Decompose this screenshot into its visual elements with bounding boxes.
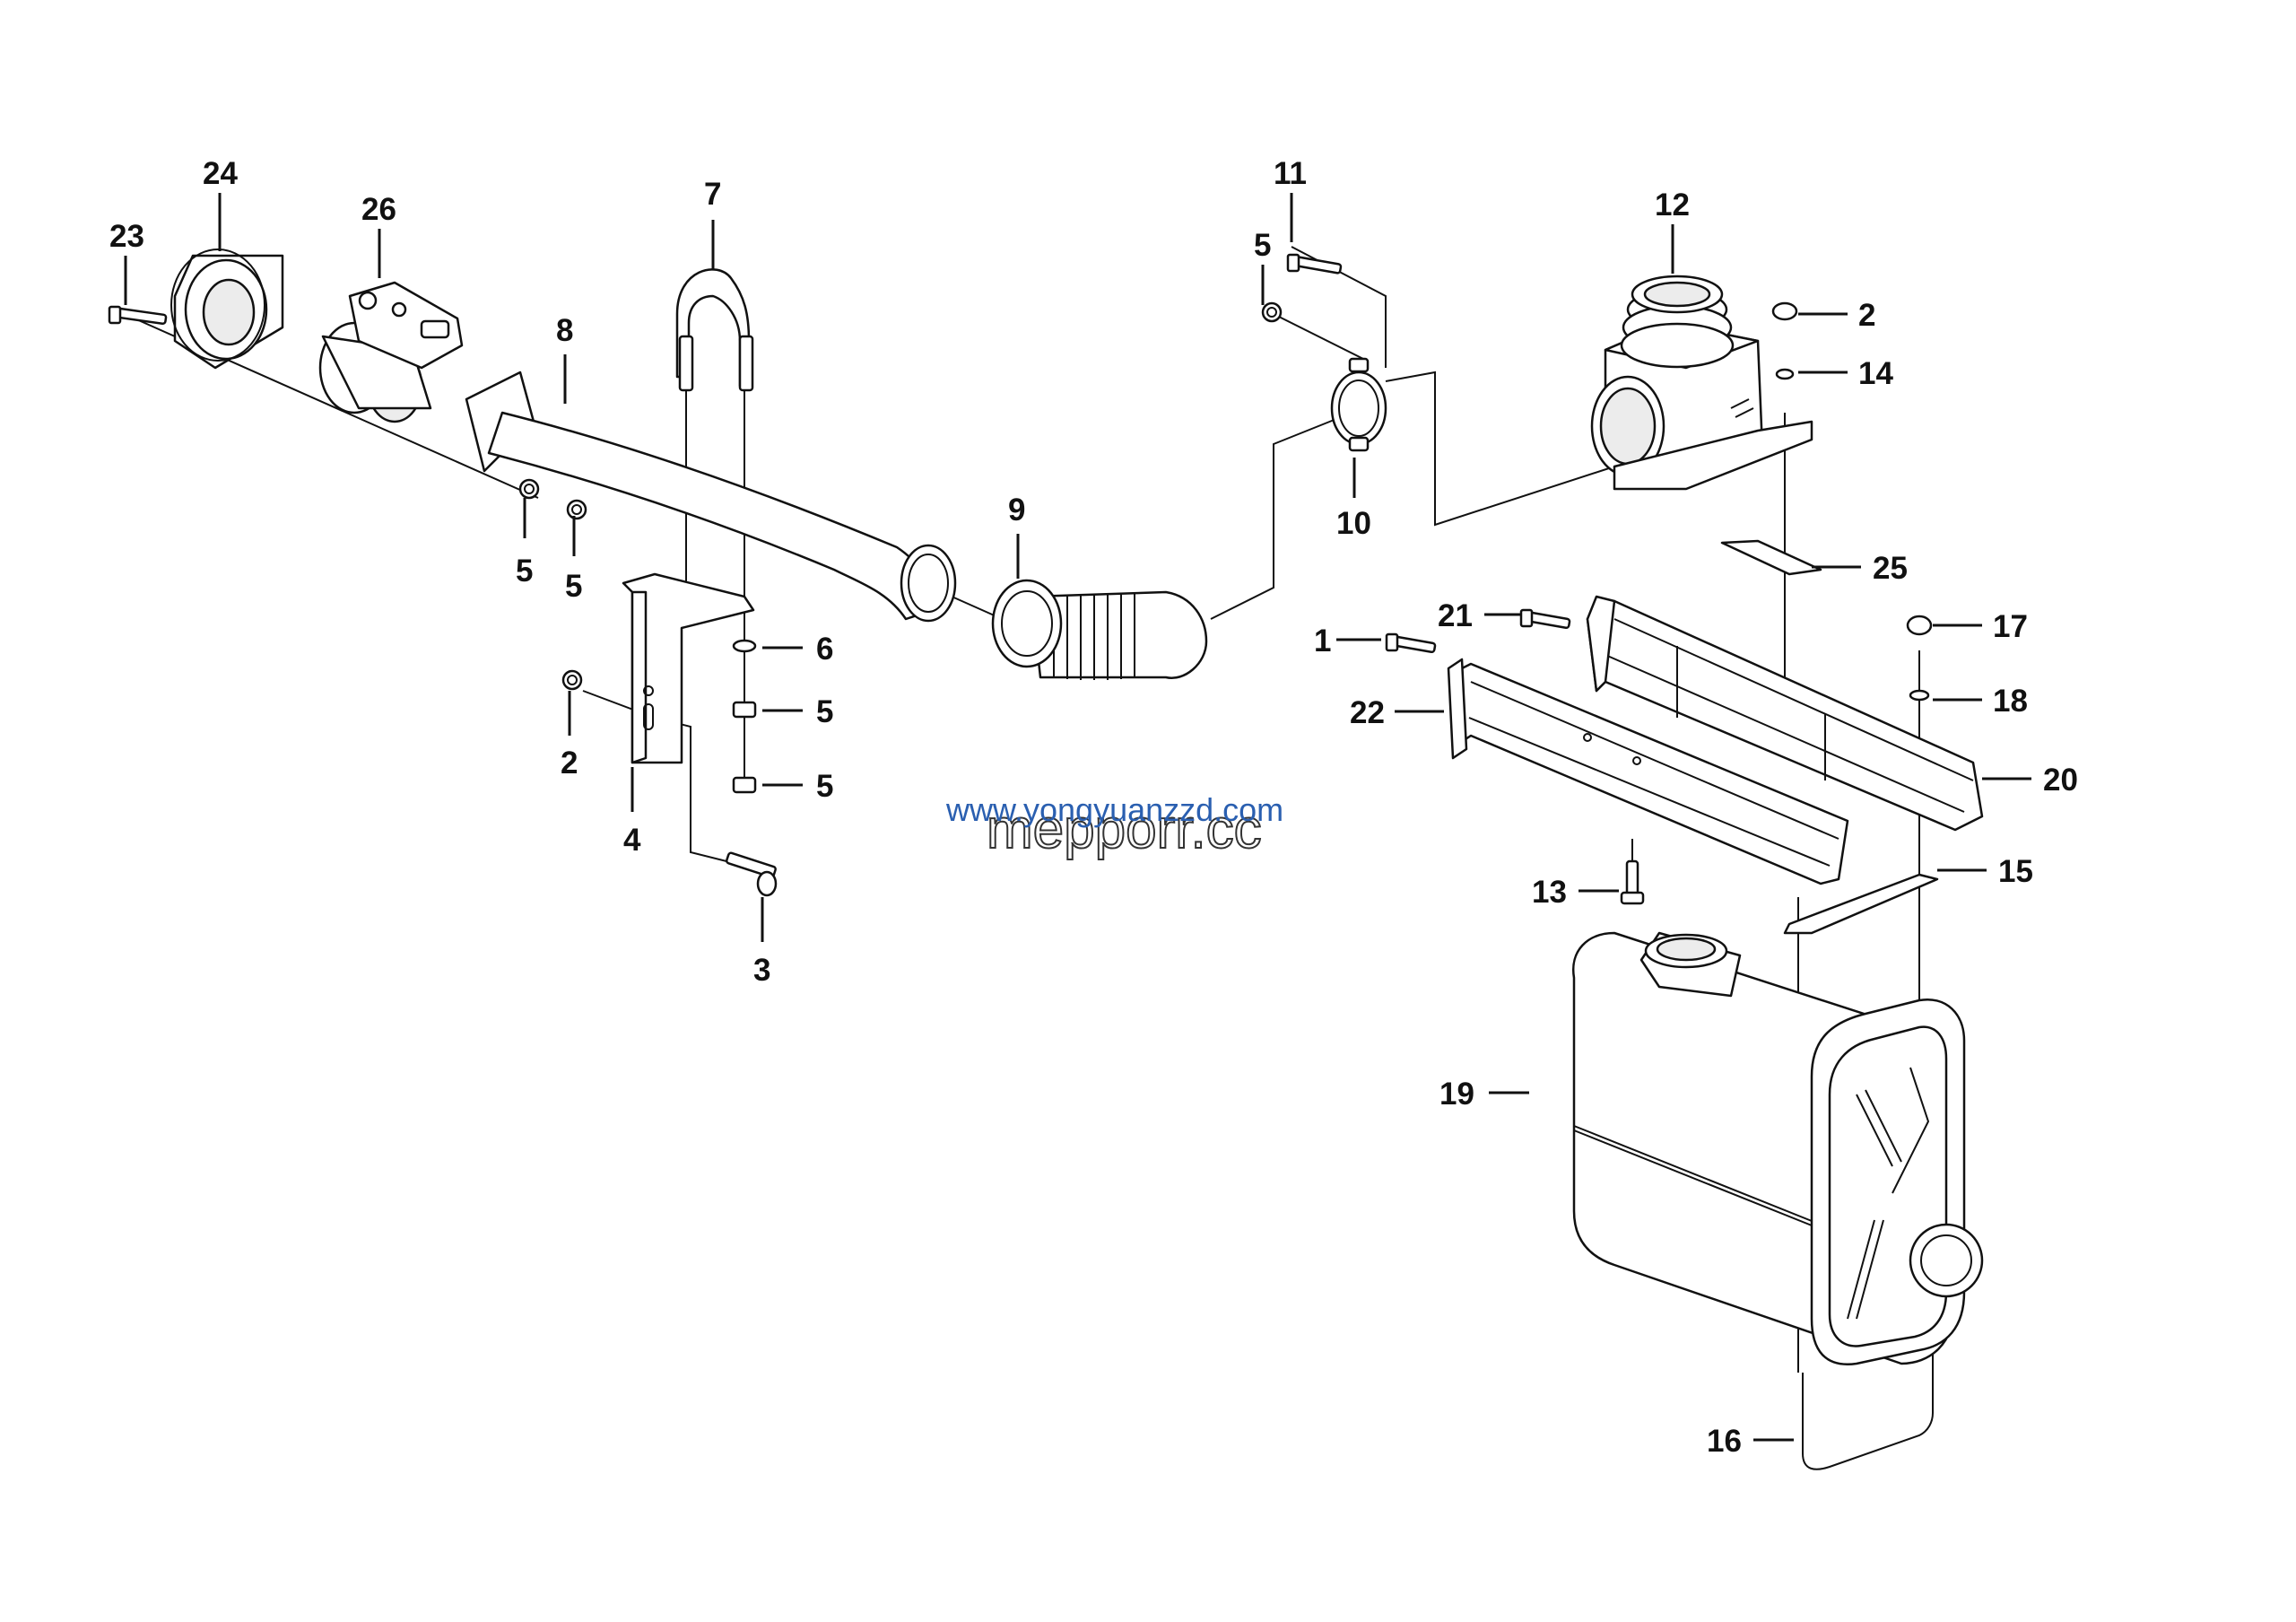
part-2-nut-right	[1771, 301, 1798, 321]
callout-10: 10	[1336, 506, 1371, 541]
callout-12: 12	[1655, 187, 1690, 222]
callout-25: 25	[1873, 551, 1908, 586]
callout-17: 17	[1993, 609, 2028, 644]
part-19-muffler	[1571, 931, 1984, 1366]
callout-5-e: 5	[1254, 228, 1271, 263]
callout-20: 20	[2043, 763, 2078, 798]
callout-14: 14	[1858, 356, 1893, 391]
callout-2-left: 2	[561, 746, 578, 780]
callout-1: 1	[1314, 624, 1331, 658]
callout-7: 7	[704, 177, 721, 212]
part-2-nut-left	[561, 669, 583, 691]
part-12-elbow-housing	[1590, 275, 1813, 491]
part-13-bolt	[1620, 859, 1645, 905]
callout-26: 26	[361, 192, 396, 227]
part-9-flex-bellows	[991, 579, 1208, 680]
callout-6: 6	[816, 632, 833, 667]
callout-15: 15	[1998, 854, 2033, 889]
part-8-exhaust-pipe	[465, 371, 957, 623]
part-6-washer	[732, 639, 757, 653]
callout-23: 23	[109, 219, 144, 254]
callout-22: 22	[1350, 695, 1385, 730]
callout-9: 9	[1008, 493, 1025, 528]
part-5-nut-middle	[732, 701, 757, 719]
callout-8: 8	[556, 313, 573, 348]
callout-11: 11	[1274, 156, 1307, 191]
part-14-washer	[1775, 368, 1795, 380]
part-5-nut-upper	[1261, 301, 1283, 323]
callout-21: 21	[1438, 598, 1473, 633]
part-21-bolt	[1519, 608, 1571, 630]
part-10-clamp	[1330, 357, 1387, 452]
part-5-nut-lower	[732, 776, 757, 794]
part-26-exhaust-brake	[318, 281, 464, 423]
callout-labels: 23 24 26 7 8 5 5 2 4 3 6 5 5 9 11 5 10 1…	[109, 156, 2078, 1459]
callout-3: 3	[753, 953, 770, 988]
part-17-nut	[1906, 615, 1933, 636]
part-23-bolt	[108, 305, 168, 325]
part-15-strap	[1783, 873, 1939, 935]
watermark-url: www.yongyuanzzd.com	[945, 791, 1283, 828]
watermark-brand: mepporr.cc	[987, 798, 1262, 860]
part-18-washer	[1909, 689, 1930, 702]
callout-16: 16	[1707, 1424, 1742, 1459]
part-3-bolt	[725, 851, 778, 897]
callout-4: 4	[623, 823, 641, 858]
callout-2-right: 2	[1858, 298, 1875, 333]
callout-24: 24	[203, 156, 238, 191]
part-7-u-bolt-clamp	[675, 268, 754, 392]
part-5-nuts-pipe	[518, 478, 587, 520]
callout-5-d: 5	[816, 769, 833, 804]
part-24-flange	[170, 249, 284, 370]
part-1-bolt	[1385, 632, 1437, 654]
callout-19: 19	[1439, 1077, 1474, 1112]
part-11-bolt	[1286, 253, 1343, 275]
callout-5-b: 5	[565, 569, 582, 604]
callout-13: 13	[1532, 875, 1567, 910]
callout-leader-lines	[124, 193, 2031, 1442]
part-25-shim	[1720, 539, 1822, 576]
callout-5-a: 5	[516, 554, 533, 589]
part-20-channel-bracket	[1586, 595, 1984, 832]
callout-5-c: 5	[816, 694, 833, 729]
callout-18: 18	[1993, 684, 2028, 719]
part-16-mounting-plate	[1802, 1355, 1934, 1470]
part-4-bracket	[622, 572, 755, 764]
part-22-channel-bracket	[1447, 658, 1849, 885]
watermarks: mepporr.cc www.yongyuanzzd.com	[945, 791, 1283, 861]
